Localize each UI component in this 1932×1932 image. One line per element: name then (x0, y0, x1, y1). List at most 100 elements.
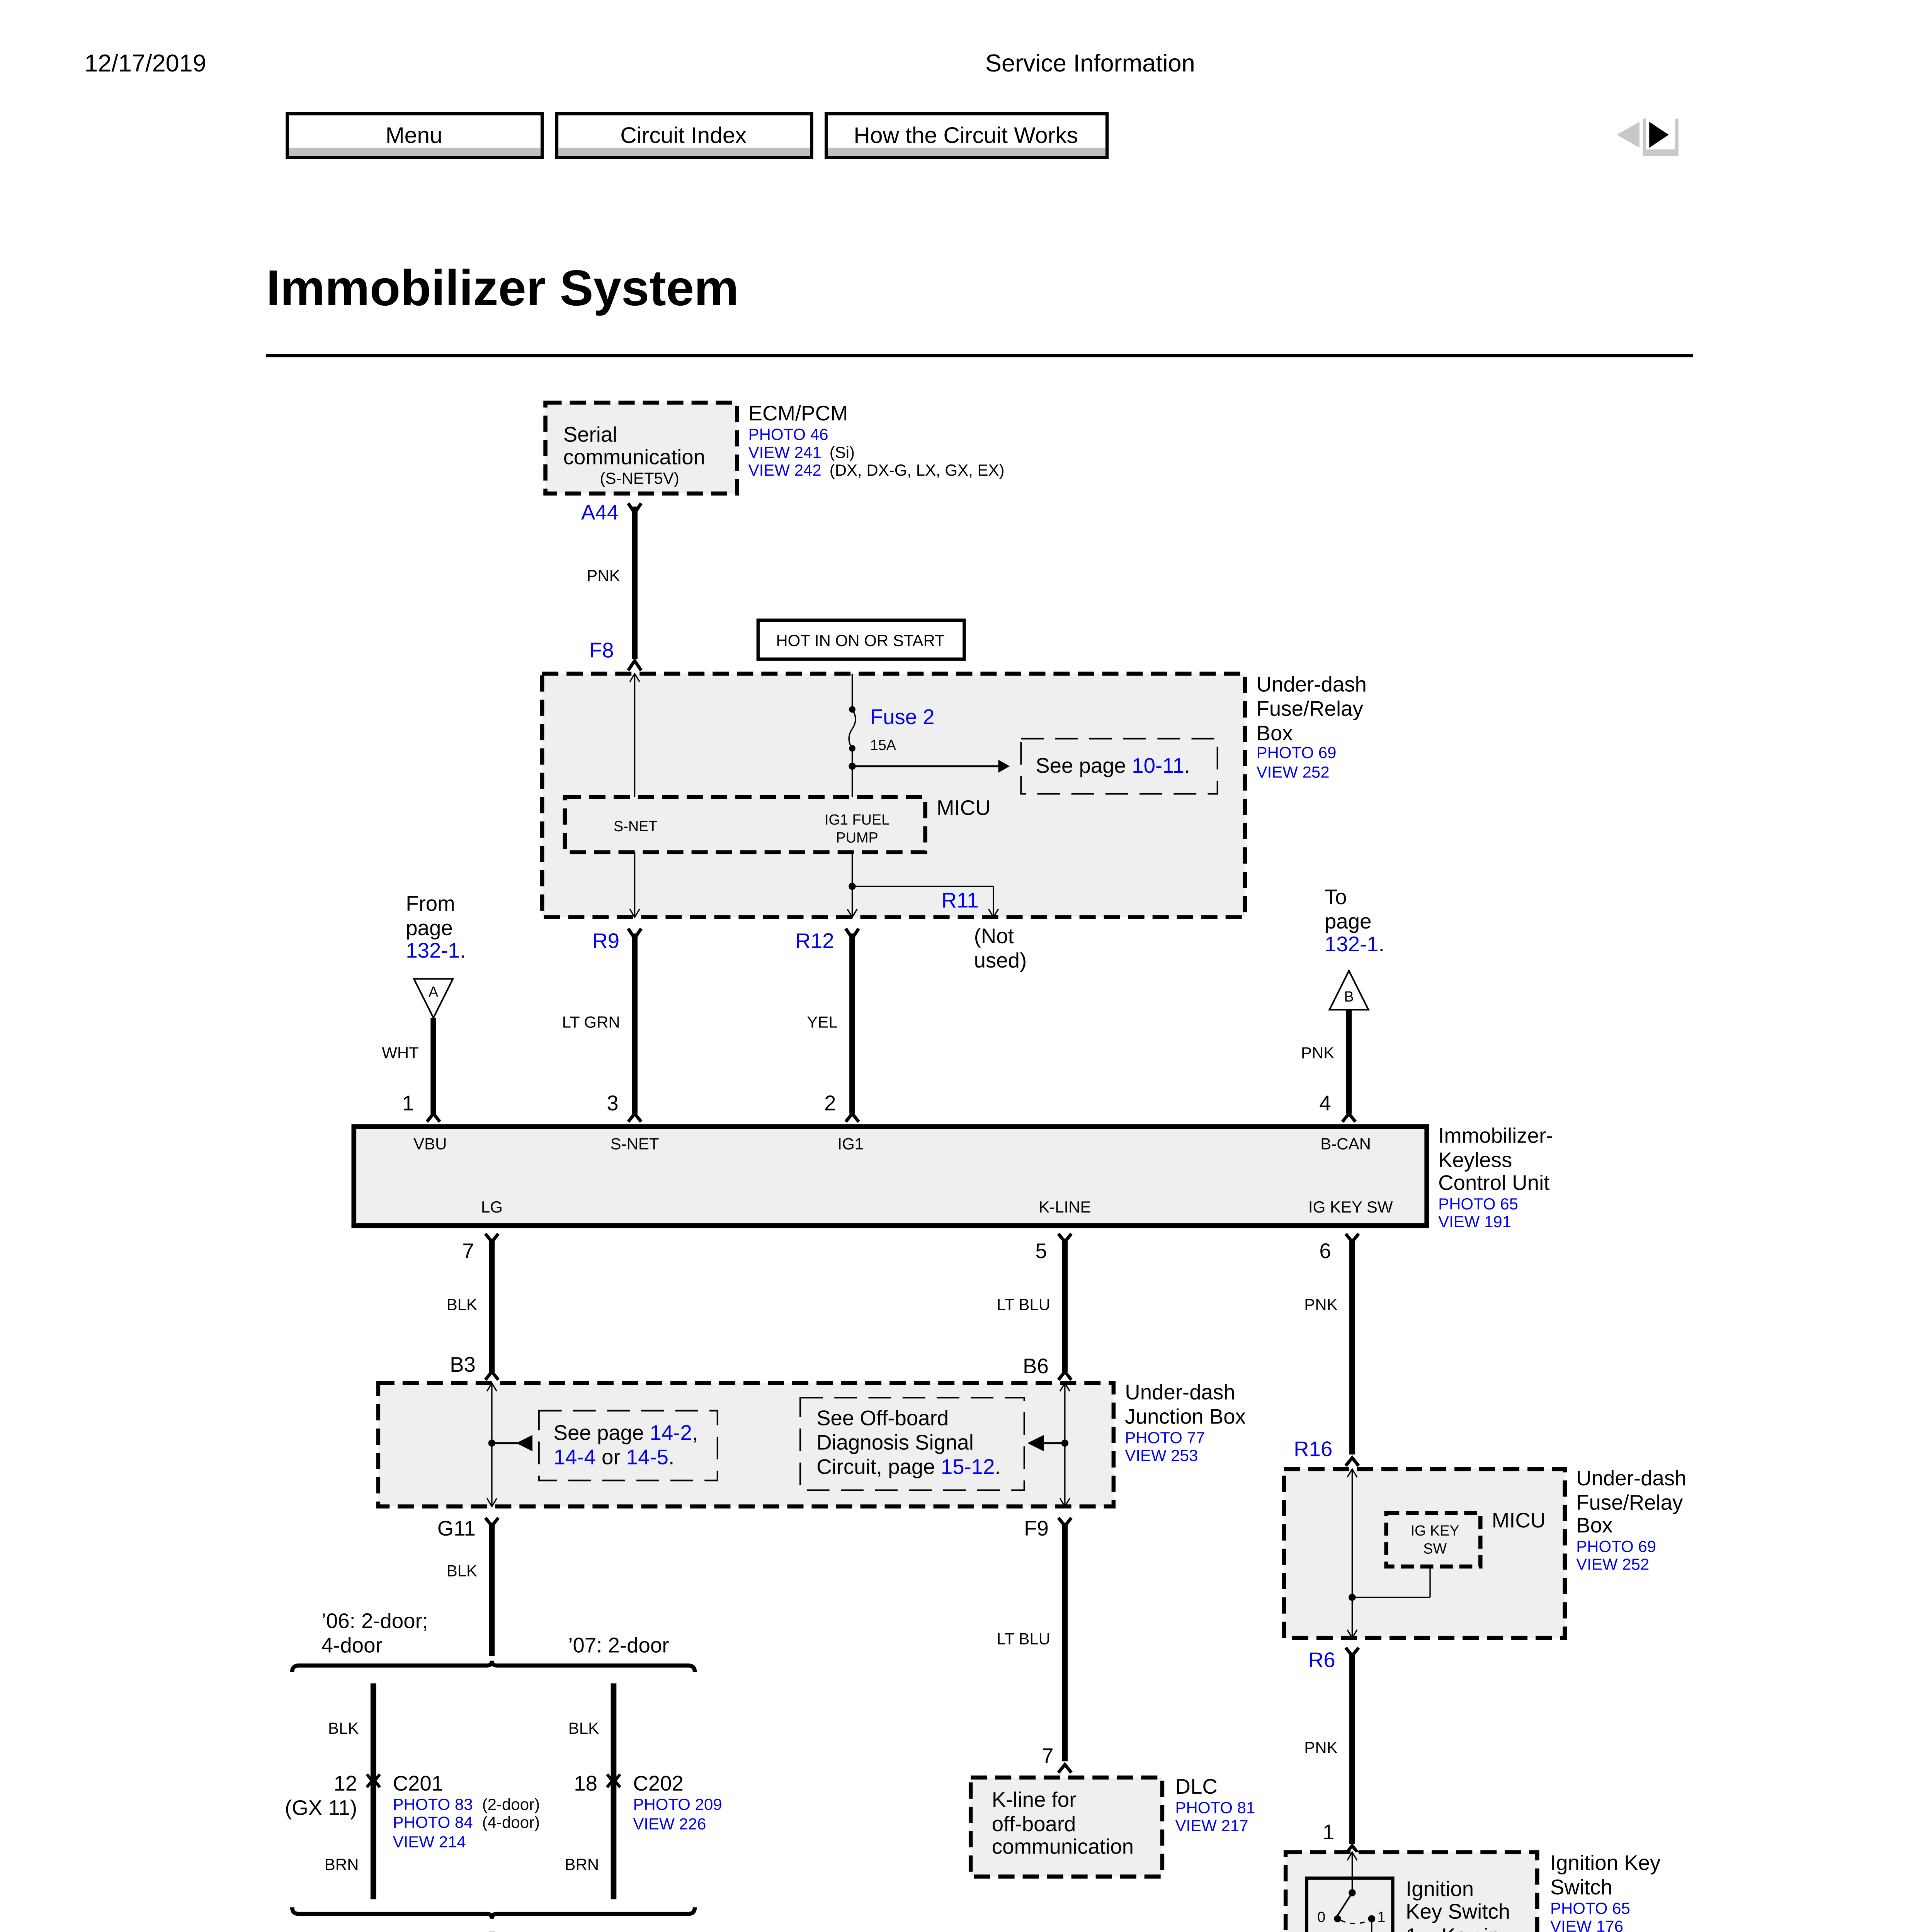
dlc-ref-view217[interactable]: VIEW 217 (1175, 1816, 1248, 1835)
fuse-box2-name-2: Fuse/Relay (1576, 1491, 1683, 1514)
ecm-pcm: Serial communication (S-NET5V) ECM/PCM P… (543, 400, 1005, 496)
jb-see-right-end: . (995, 1455, 1001, 1479)
cu-pin-6: 6 (1319, 1239, 1331, 1263)
wire-color-blk-2: BLK (447, 1561, 477, 1580)
c202-ref-photo209[interactable]: PHOTO 209 (633, 1795, 722, 1813)
pin-f9: F9 (1024, 1517, 1049, 1540)
to-page-end: . (1379, 932, 1384, 956)
jb-see-left-or: or (596, 1445, 626, 1469)
nav-how-circuit-works-button[interactable]: How the Circuit Works (825, 112, 1109, 159)
fuse-box2-name-3: Box (1576, 1514, 1612, 1537)
switch-inner-1: Ignition (1406, 1877, 1474, 1901)
cu-pin-3: 3 (607, 1092, 618, 1115)
fuse-2-label[interactable]: Fuse 2 (870, 705, 935, 729)
fuse-box2-ref-view252[interactable]: VIEW 252 (1576, 1555, 1649, 1573)
switch-pos-1: 1 (1378, 1909, 1386, 1925)
see-page-10-11-link[interactable]: 10-11 (1132, 754, 1184, 777)
switch-pos-0: 0 (1317, 1909, 1325, 1925)
next-page-icon[interactable] (1649, 122, 1669, 148)
ecm-ref-view242[interactable]: VIEW 242 (748, 461, 821, 479)
c201-ref-photo84-note: (4-door) (482, 1813, 540, 1831)
c202-ref-view226[interactable]: VIEW 226 (633, 1815, 706, 1833)
pin-g11: G11 (437, 1517, 476, 1540)
cu-label-lg: LG (481, 1198, 503, 1216)
fuse-box-ref-photo69[interactable]: PHOTO 69 (1257, 743, 1337, 762)
pin-b6: B6 (1023, 1354, 1049, 1378)
branch-left-2: 4-door (321, 1634, 383, 1657)
switch-blade-icon (1337, 1892, 1353, 1916)
nav-menu-button[interactable]: Menu (286, 112, 544, 159)
jb-see-left-link-14-5[interactable]: 14-5 (626, 1445, 668, 1469)
jb-see-left-link-14-2[interactable]: 14-2 (650, 1421, 692, 1444)
jb-ref-view253[interactable]: VIEW 253 (1125, 1446, 1198, 1464)
ecm-ref-view242-note: (DX, DX-G, LX, GX, EX) (830, 461, 1005, 479)
cu-ref-photo65[interactable]: PHOTO 65 (1438, 1195, 1518, 1213)
micu-ig1-1: IG1 FUEL (825, 812, 889, 828)
branch-brace-bottom (290, 1907, 697, 1919)
svg-text:14-4 or 14-5.: 14-4 or 14-5. (554, 1445, 675, 1469)
ecm-ref-photo46[interactable]: PHOTO 46 (748, 425, 828, 444)
print-date: 12/17/2019 (84, 50, 206, 77)
wire-color-blk-1: BLK (447, 1295, 477, 1313)
jb-see-right-1: See Off-board (816, 1406, 949, 1430)
c202-pin: 18 (574, 1772, 597, 1795)
connector-b-label: B (1344, 989, 1354, 1005)
fuse-box2-ref-photo69[interactable]: PHOTO 69 (1576, 1537, 1656, 1555)
wire-color-pnk-4: PNK (1304, 1738, 1337, 1757)
fuse-box-name-2: Fuse/Relay (1257, 697, 1364, 721)
pin-f8: F8 (589, 639, 614, 662)
ecm-name: ECM/PCM (748, 401, 848, 425)
fuse-box2-name-1: Under-dash (1576, 1466, 1686, 1490)
from-page-link[interactable]: 132-1 (406, 939, 460, 963)
wire-color-pnk-3: PNK (1304, 1295, 1337, 1313)
svg-text:132-1.: 132-1. (406, 939, 466, 963)
prev-page-icon[interactable] (1617, 122, 1639, 148)
dlc: K-line for off-board communication DLC P… (968, 1775, 1255, 1879)
ecm-ref-view241-note: (Si) (830, 443, 855, 461)
hot-in-on-or-start-label: HOT IN ON OR START (776, 631, 944, 650)
switch-ref-view176[interactable]: VIEW 176 (1550, 1917, 1623, 1932)
branch-right: ’07: 2-door (568, 1634, 669, 1657)
micu-label: MICU (937, 796, 991, 820)
fuse-box-ref-view252[interactable]: VIEW 252 (1257, 763, 1330, 781)
to-page-link[interactable]: 132-1 (1325, 932, 1379, 956)
micu-snet: S-NET (614, 818, 657, 835)
to-page-2: page (1325, 910, 1372, 933)
c201-ref-photo83[interactable]: PHOTO 83 (393, 1795, 473, 1813)
sw-pin-1: 1 (1323, 1820, 1334, 1844)
underdash-fuse-relay-box: Fuse 2 15A See page 10-11. MICU S-NET IG… (540, 672, 1367, 919)
not-used-1: (Not (974, 924, 1014, 948)
ecm-ref-view241[interactable]: VIEW 241 (748, 443, 821, 461)
switch-ref-photo65[interactable]: PHOTO 65 (1550, 1899, 1630, 1917)
jb-see-left-comma: , (692, 1421, 698, 1444)
cu-ref-view191[interactable]: VIEW 191 (1438, 1213, 1511, 1231)
wire-color-wht: WHT (382, 1044, 419, 1062)
svg-text:132-1.: 132-1. (1325, 932, 1384, 956)
cu-pin-5: 5 (1035, 1239, 1047, 1263)
ecm-inner-2: communication (563, 446, 705, 469)
jb-ref-photo77[interactable]: PHOTO 77 (1125, 1429, 1205, 1447)
cu-pin-2: 2 (824, 1092, 836, 1115)
cu-name-2: Keyless (1438, 1148, 1512, 1172)
dlc-ref-photo81[interactable]: PHOTO 81 (1175, 1799, 1255, 1817)
jb-see-left-end: . (668, 1445, 674, 1469)
jb-name-2: Junction Box (1125, 1405, 1246, 1428)
jb-name-1: Under-dash (1125, 1380, 1235, 1404)
wire-color-blk-3: BLK (328, 1719, 359, 1737)
fuse-box-name-3: Box (1257, 721, 1293, 745)
nav-circuit-index-button[interactable]: Circuit Index (555, 112, 813, 159)
branch-left-1: ’06: 2-door; (321, 1609, 428, 1633)
ignition-key-switch: 0 1 Ignition Key Switch 1 = Key in ignit… (1283, 1850, 1661, 1932)
micu2-label: MICU (1492, 1509, 1546, 1532)
c201-ref-view214[interactable]: VIEW 214 (393, 1833, 466, 1851)
jb-see-left-link-14-4[interactable]: 14-4 (554, 1445, 596, 1469)
page-nav-arrows[interactable] (1617, 118, 1679, 156)
svg-text:See page 10-11.: See page 10-11. (1036, 754, 1190, 777)
page-title: Immobilizer System (266, 260, 739, 316)
c201-ref-photo84[interactable]: PHOTO 84 (393, 1813, 473, 1831)
jb-see-right-link-15-12[interactable]: 15-12 (941, 1455, 995, 1479)
dlc-pin: 7 (1042, 1744, 1053, 1767)
c201-pin-alt: (GX 11) (285, 1796, 357, 1820)
from-page-1: From (406, 892, 455, 915)
nav-how-circuit-works-label: How the Circuit Works (854, 123, 1078, 148)
